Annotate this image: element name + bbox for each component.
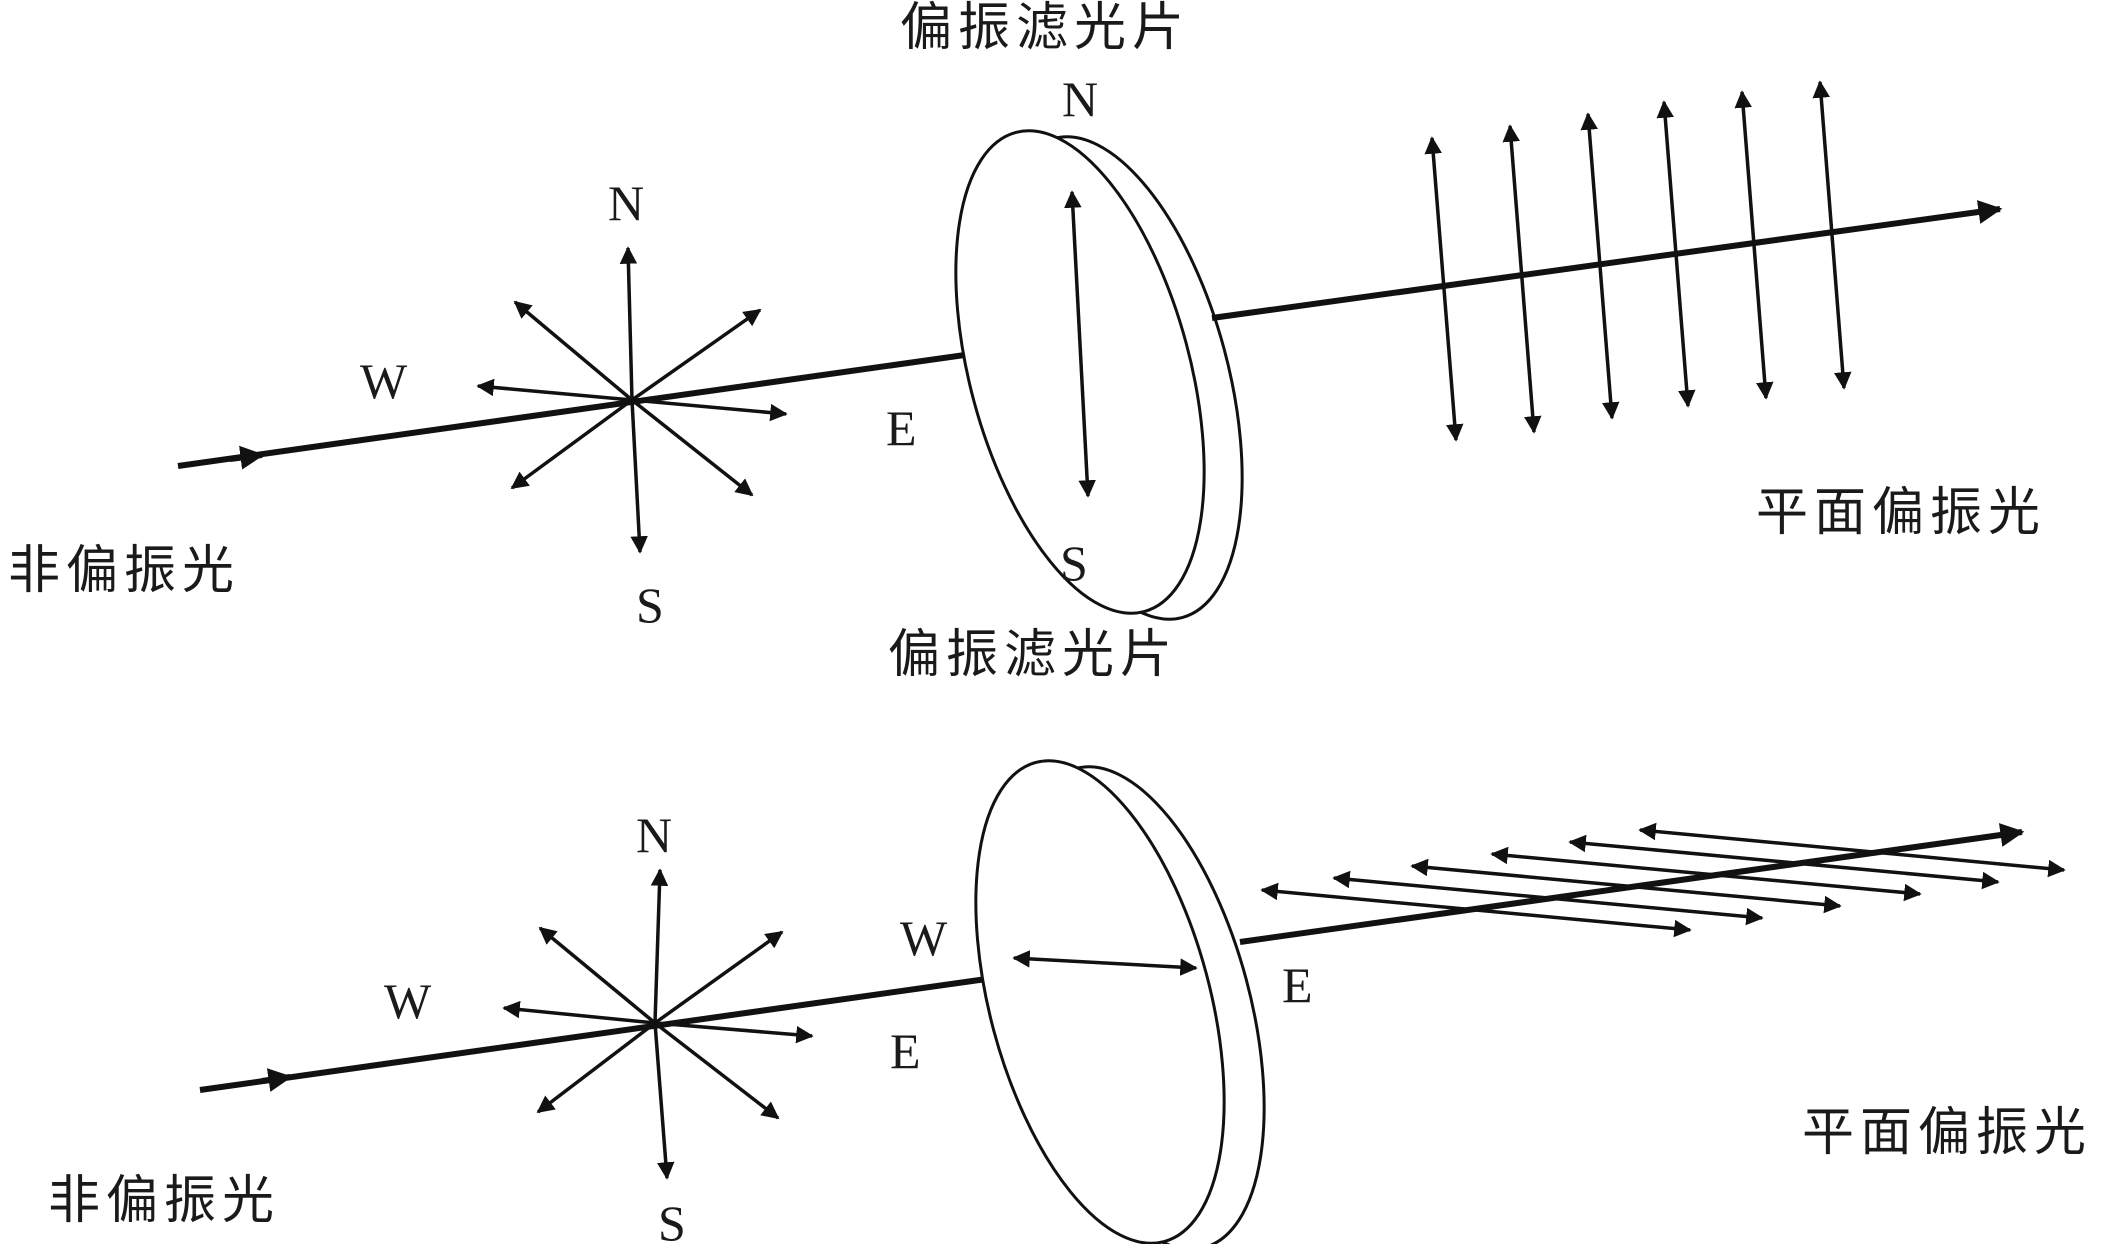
top-polarizing-filter xyxy=(954,129,1244,621)
bottom-vector-sw xyxy=(536,1021,657,1114)
top-input-label: 非偏振光 xyxy=(8,541,240,601)
bottom-polarized-vector xyxy=(1490,846,1922,902)
bottom-incoming-ray-arrow xyxy=(261,1068,293,1092)
top-compass-w: W xyxy=(360,353,408,409)
top-output-label: 平面偏振光 xyxy=(1756,483,2046,543)
bottom-filter-label: 偏振滤光片 xyxy=(888,625,1178,685)
top-filter-label: 偏振滤光片 xyxy=(900,0,1190,58)
top-polarized-vector xyxy=(1734,90,1774,400)
bottom-filter-axis-w: W xyxy=(900,910,948,966)
bottom-vector-w xyxy=(502,1000,656,1025)
top-polarized-vector xyxy=(1424,136,1464,442)
bottom-polarized-vector xyxy=(1332,870,1764,926)
top-incoming-ray-arrow xyxy=(229,445,265,470)
bottom-vector-s xyxy=(653,1022,675,1180)
bottom-input-label: 非偏振光 xyxy=(48,1171,280,1231)
top-vector-sw xyxy=(510,398,634,490)
top-compass-s: S xyxy=(636,577,664,633)
bottom-compass-s: S xyxy=(658,1195,686,1244)
bottom-polarized-vector xyxy=(1568,834,2000,890)
bottom-vector-nw xyxy=(538,926,657,1025)
bottom-filter-axis-e: E xyxy=(1282,957,1313,1013)
top-vector-se xyxy=(630,398,754,497)
top-vector-ne xyxy=(630,308,762,402)
bottom-compass-w: W xyxy=(384,973,432,1029)
bottom-vector-se xyxy=(653,1021,780,1120)
top-vector-nw xyxy=(513,300,634,402)
top-filter-axis-arrow xyxy=(1064,190,1096,498)
bottom-filter-axis-arrow xyxy=(1012,950,1198,976)
top-polarized-vector xyxy=(1502,124,1542,434)
bottom-unpolarized-vectors xyxy=(502,868,814,1180)
top-compass-n: N xyxy=(608,175,644,231)
top-filter-axis-n: N xyxy=(1062,71,1098,127)
bottom-compass-e: E xyxy=(890,1023,921,1079)
bottom-vector-e xyxy=(654,1021,814,1044)
top-filter-axis-s: S xyxy=(1060,535,1088,591)
top-vector-s xyxy=(630,399,648,554)
bottom-compass-n: N xyxy=(636,807,672,863)
top-polarized-vector xyxy=(1580,112,1620,420)
bottom-polarized-vector xyxy=(1638,822,2066,878)
top-vector-w xyxy=(476,378,633,402)
bottom-polarized-vector xyxy=(1260,882,1692,938)
bottom-polarized-vectors xyxy=(1260,822,2066,938)
top-polarized-vectors xyxy=(1424,80,1852,442)
bottom-vector-n xyxy=(650,868,669,1024)
bottom-output-label: 平面偏振光 xyxy=(1802,1103,2092,1163)
bottom-polarized-vector xyxy=(1410,858,1842,914)
top-outgoing-ray xyxy=(1211,200,2003,321)
top-vector-n xyxy=(619,246,638,401)
bottom-panel: 偏振滤光片 N S W E W E xyxy=(48,625,2092,1244)
top-vector-e xyxy=(631,398,788,422)
top-polarized-vector xyxy=(1656,100,1696,408)
bottom-polarizing-filter xyxy=(974,759,1266,1244)
top-unpolarized-vectors xyxy=(476,246,788,554)
top-compass-e: E xyxy=(886,400,917,456)
bottom-vector-ne xyxy=(653,930,784,1025)
top-polarized-vector xyxy=(1812,80,1852,390)
top-panel: 偏振滤光片 N S W E N S xyxy=(8,0,2046,633)
